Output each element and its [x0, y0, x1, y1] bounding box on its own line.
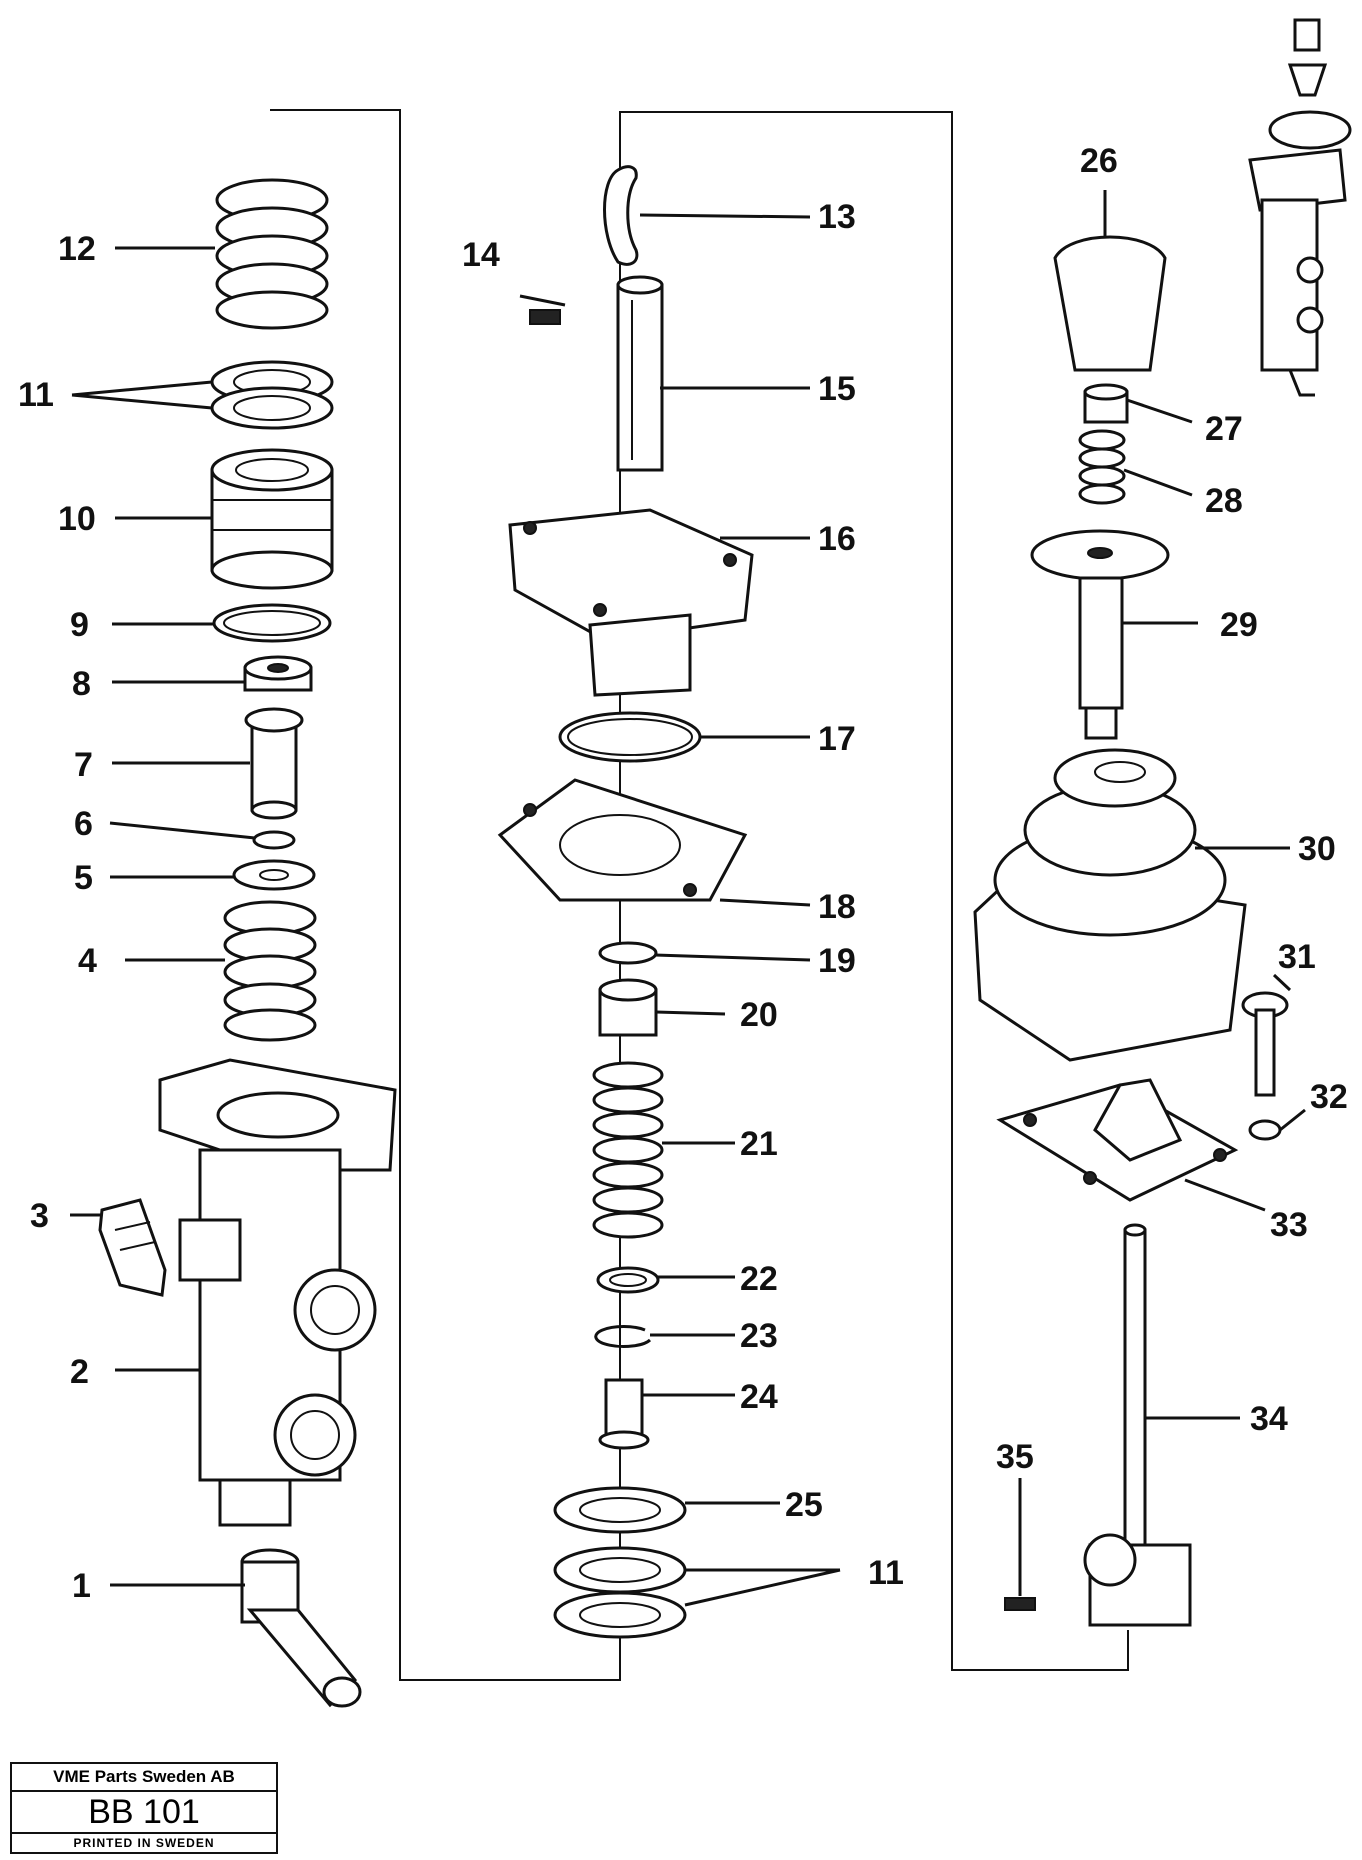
part-32-washer [1248, 1119, 1282, 1141]
leader-lines [70, 190, 1306, 1607]
callout-9: 9 [70, 606, 89, 644]
part-12-spring [215, 178, 329, 330]
part-1-elbow-fitting [240, 1548, 362, 1708]
part-25-washer [553, 1486, 687, 1534]
callout-34: 34 [1250, 1400, 1288, 1438]
part-21-spring [592, 1061, 664, 1239]
callout-35: 35 [996, 1438, 1034, 1476]
drawing-code: BB 101 [12, 1792, 276, 1834]
callout-3: 3 [30, 1197, 49, 1235]
part-2-valve-body [158, 1058, 397, 1527]
part-27-bush [1083, 383, 1129, 424]
part-8-nut [243, 655, 313, 692]
callout-labels: 12 11 10 9 8 7 6 5 4 3 2 1 13 14 15 16 1… [18, 142, 1348, 1605]
callout-11-bottom: 11 [868, 1554, 904, 1592]
part-6-small-ring [252, 830, 296, 850]
callout-2: 2 [70, 1353, 89, 1391]
callout-22: 22 [740, 1260, 778, 1298]
callout-5: 5 [74, 859, 93, 897]
company-name: VME Parts Sweden AB [12, 1764, 276, 1792]
callout-31: 31 [1278, 938, 1316, 976]
assembled-valve-thumbnail [1248, 18, 1352, 397]
printed-in-note: PRINTED IN SWEDEN [73, 1836, 215, 1850]
callout-24: 24 [740, 1378, 778, 1416]
part-18-flange-plate [497, 778, 748, 902]
part-35-pin [1004, 1597, 1036, 1611]
callout-28: 28 [1205, 482, 1243, 520]
callout-32: 32 [1310, 1078, 1348, 1116]
callout-15: 15 [818, 370, 856, 408]
part-5-washer [232, 859, 316, 891]
callout-12: 12 [58, 230, 96, 268]
callout-29: 29 [1220, 606, 1258, 644]
part-29-plunger-cap [1030, 529, 1170, 740]
callout-25: 25 [785, 1486, 823, 1524]
callout-1: 1 [72, 1567, 91, 1605]
callout-10: 10 [58, 500, 96, 538]
callout-11-top: 11 [18, 376, 54, 414]
part-16-housing [508, 508, 754, 697]
title-block-stamp: VME Parts Sweden AB BB 101 PRINTED IN SW… [10, 1762, 278, 1854]
part-3-gasket [98, 1198, 167, 1297]
part-30-rubber-boot [973, 748, 1247, 1062]
part-28-spring [1078, 429, 1126, 505]
part-15-shaft [616, 275, 664, 472]
part-4-spring [223, 900, 317, 1042]
part-23-circlip [594, 1325, 652, 1349]
part-11-washers-top [210, 360, 334, 430]
part-19-ring [598, 941, 658, 965]
part-26-knob [1053, 235, 1167, 372]
callout-26: 26 [1080, 142, 1118, 180]
callout-21: 21 [740, 1125, 778, 1163]
part-10-sleeve [210, 448, 334, 590]
callout-27: 27 [1205, 410, 1243, 448]
callout-33: 33 [1270, 1206, 1308, 1244]
part-31-screw [1241, 991, 1289, 1097]
part-13-clip [603, 165, 639, 266]
callout-6: 6 [74, 805, 93, 843]
callout-30: 30 [1298, 830, 1336, 868]
part-17-o-ring [558, 711, 702, 763]
part-22-spring-seat [596, 1266, 660, 1294]
part-20-bushing [598, 978, 658, 1037]
part-7-valve-insert [244, 707, 304, 820]
part-24-plunger [598, 1378, 650, 1450]
part-33-bracket-plate [996, 1078, 1239, 1202]
callout-18: 18 [818, 888, 856, 926]
callout-4: 4 [78, 942, 97, 980]
part-9-ring [212, 603, 332, 643]
callout-7: 7 [74, 746, 93, 784]
callout-20: 20 [740, 996, 778, 1034]
assembly-connector-lines [270, 109, 1129, 1681]
callout-19: 19 [818, 942, 856, 980]
callout-17: 17 [818, 720, 856, 758]
callout-14: 14 [462, 236, 500, 274]
callout-16: 16 [818, 520, 856, 558]
part-34-lever-arm [1083, 1223, 1192, 1627]
callout-8: 8 [72, 665, 91, 703]
part-11-washers-bottom [553, 1546, 687, 1639]
part-14-pin [529, 309, 561, 325]
callout-13: 13 [818, 198, 856, 236]
callout-23: 23 [740, 1317, 778, 1355]
